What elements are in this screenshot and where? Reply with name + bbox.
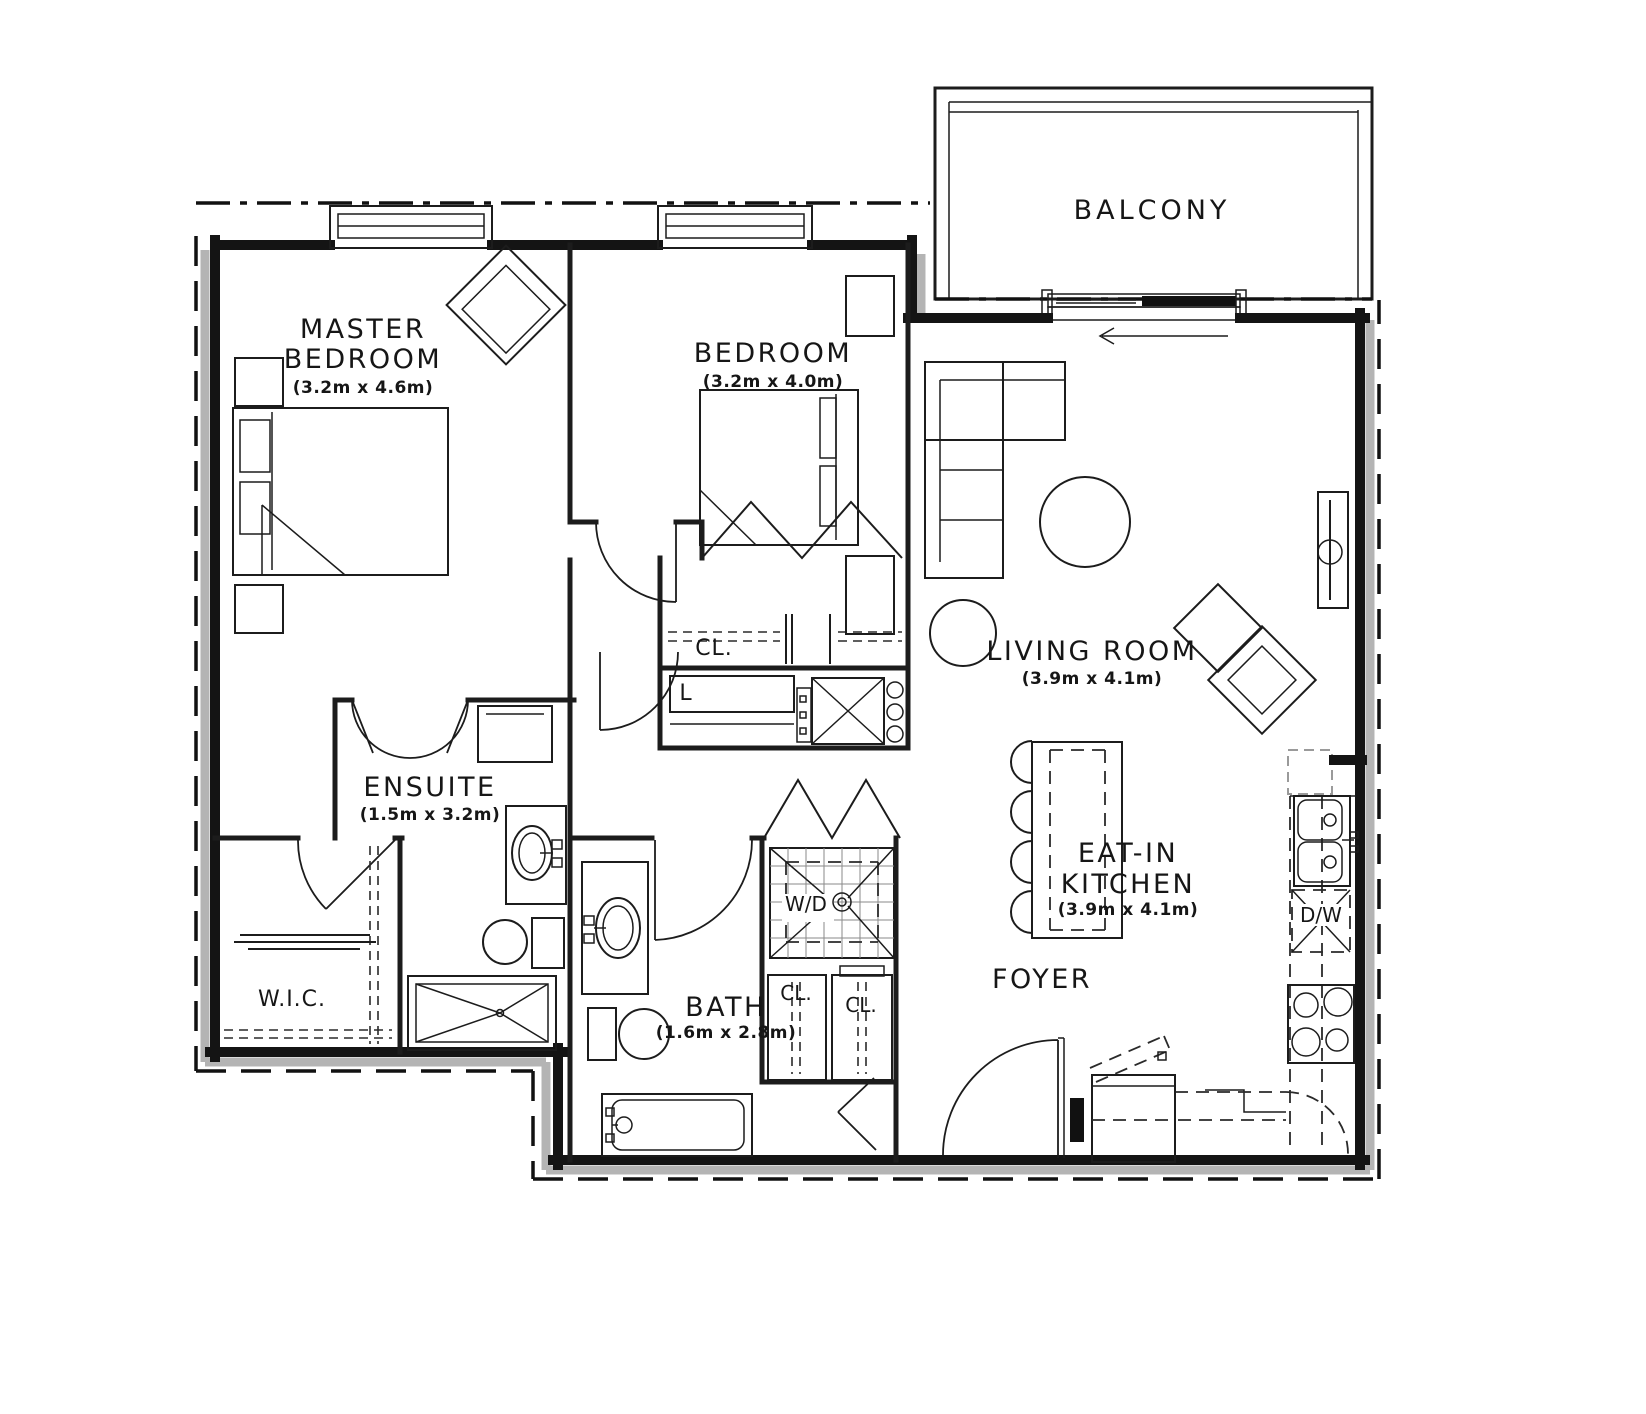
master-bedroom-label: MASTER BEDROOM (3.2m x 4.6m) [284,314,442,398]
exterior-walls [205,235,1370,1170]
svg-text:(3.2m x 4.6m): (3.2m x 4.6m) [293,378,434,398]
ensuite-toilet [482,917,565,969]
master-bedroom-window [329,205,493,249]
kitchen-corner-counter [1175,1089,1349,1155]
kitchen-sink [1293,795,1359,887]
balcony-label: BALCONY [1074,195,1231,226]
bedroom-window [657,205,813,249]
foyer-closet-b-label: CL. [845,993,876,1017]
washer-dryer-label: W/D [785,892,827,916]
utility-closet [796,677,904,745]
ensuite-label: ENSUITE (1.5m x 3.2m) [360,772,501,825]
bath-vanity [581,861,649,995]
svg-text:(3.2m x 4.0m): (3.2m x 4.0m) [703,372,844,392]
property-dashed-lines [194,201,1381,1181]
entry-door [942,1037,1084,1158]
svg-text:BEDROOM: BEDROOM [694,338,852,369]
svg-text:FOYER: FOYER [992,964,1092,995]
interior-walls [212,242,911,1163]
svg-text:EAT-IN: EAT-IN [1078,838,1178,869]
bath-tub [601,1093,753,1157]
svg-text:KITCHEN: KITCHEN [1061,869,1196,900]
living-side-table [929,599,997,667]
eat-in-kitchen-label: EAT-IN KITCHEN (3.9m x 4.1m) [1058,838,1199,920]
linen-closet [669,675,795,725]
ensuite-shower [407,975,557,1051]
dishwasher-label: D/W [1300,903,1342,927]
bedroom-label: BEDROOM (3.2m x 4.0m) [694,338,852,392]
bedroom-door [599,651,679,731]
living-room-label: LIVING ROOM (3.9m x 4.1m) [986,636,1197,689]
svg-text:W.I.C.: W.I.C. [258,987,326,1012]
living-armchair-1 [1172,582,1264,674]
kitchen-island [1010,740,1123,939]
bath-door [654,839,753,941]
wic-label: W.I.C. [258,987,326,1012]
svg-text:(3.9m x 4.1m): (3.9m x 4.1m) [1058,900,1199,920]
linen-closet-label: L [679,681,692,706]
svg-text:BATH: BATH [685,992,767,1023]
ensuite-cabinet [477,705,553,763]
svg-text:MASTER: MASTER [300,314,426,345]
living-armchair-2 [1206,624,1318,736]
living-coffee-table [1039,476,1131,568]
wic-door [297,839,396,910]
living-sofa [924,361,1066,579]
balcony-outline [933,86,1374,301]
svg-text:LIVING ROOM: LIVING ROOM [986,636,1197,667]
master-chair [445,244,567,366]
kitchen-stove [1287,984,1355,1064]
svg-text:(1.5m x 3.2m): (1.5m x 3.2m) [360,805,501,825]
kitchen-fridge [1089,1035,1176,1163]
bath-label: BATH (1.6m x 2.8m) [656,992,797,1043]
bath-toilet [587,1007,670,1061]
foyer-label: FOYER [992,964,1092,995]
svg-text:(1.6m x 2.8m): (1.6m x 2.8m) [656,1023,797,1043]
foyer-closet-b [831,965,893,1081]
master-bedroom-door [595,521,677,603]
kitchen-dishwasher [1291,889,1351,953]
ensuite-vanity [505,805,567,905]
svg-text:BEDROOM: BEDROOM [284,344,442,375]
washer-dryer-closet [763,778,901,959]
hall-closet-label: CL. [695,636,733,661]
wic-interior [224,846,392,1044]
living-tv-console [1317,491,1349,609]
ensuite-double-doors [351,699,469,759]
wall-shadows [200,250,1375,1175]
svg-text:ENSUITE: ENSUITE [363,772,496,803]
foyer-closet-a [767,974,827,1081]
foyer-closet-door [837,1077,877,1151]
master-bed [232,357,449,634]
svg-text:(3.9m x 4.1m): (3.9m x 4.1m) [1022,669,1163,689]
foyer-closet-a-label: CL. [780,981,811,1005]
bedroom-bed [699,275,895,635]
hall-closet [668,500,903,664]
